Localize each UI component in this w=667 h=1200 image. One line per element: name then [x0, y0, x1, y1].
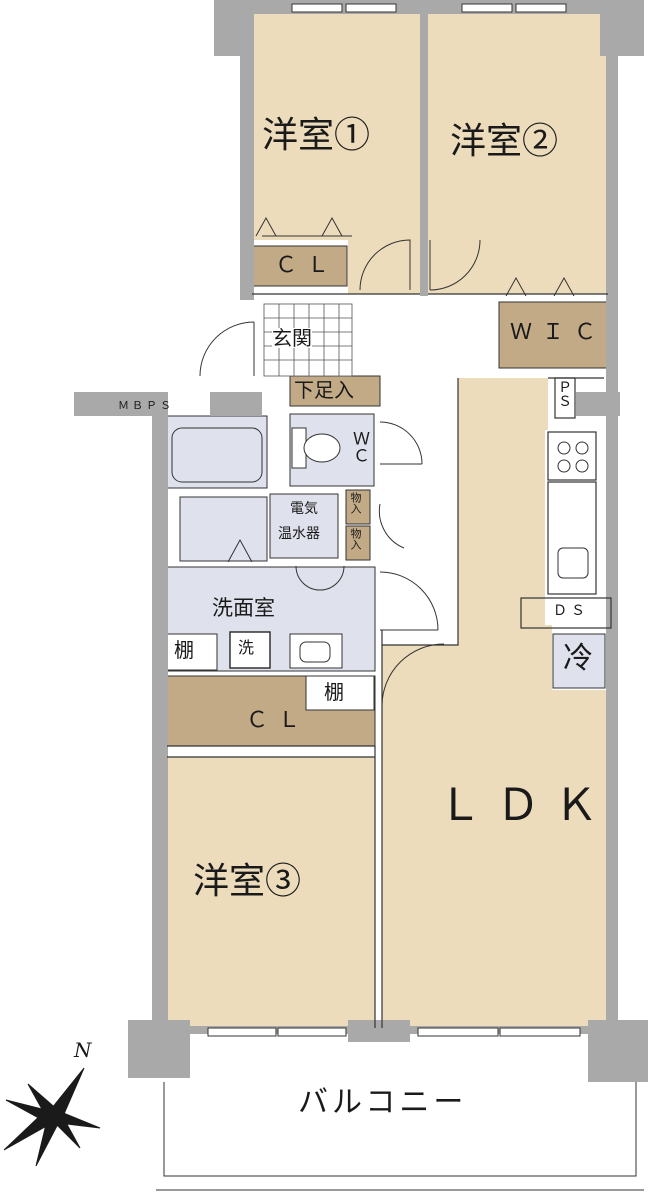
closet-1 — [252, 245, 348, 287]
shelf-2-label: 棚 — [324, 680, 344, 704]
room-ldk-floor — [382, 378, 610, 1028]
compass-north-label: N — [74, 1038, 92, 1062]
storage-2-label: 物入 — [349, 528, 362, 550]
toilet-icon — [291, 427, 341, 469]
walls — [74, 0, 648, 1082]
wic-area — [498, 301, 610, 369]
room-ldk-label: ＬＤＫ — [438, 780, 612, 831]
balcony-label: バルコニー — [298, 1085, 468, 1120]
washer-area — [229, 631, 271, 669]
wc-label: ＷＣ — [349, 430, 369, 464]
storage-2-area — [345, 525, 371, 561]
stove-icon — [557, 441, 589, 473]
mbps-label: ＭＢＰＳ — [118, 399, 174, 412]
room-western-1-label: 洋室① — [262, 115, 371, 156]
wic-label: ＷＩＣ — [510, 320, 607, 345]
balcony-outline — [156, 1082, 644, 1191]
windows — [207, 3, 581, 1037]
room-western-1-floor — [252, 14, 420, 240]
fridge-area — [552, 633, 606, 689]
storage-1-area — [345, 489, 371, 525]
water-heater-label-1: 電気 — [290, 501, 318, 517]
room-western-3-floor — [167, 757, 375, 1027]
bathtub-icon — [171, 427, 263, 483]
room-western-2-label: 洋室② — [450, 121, 559, 162]
water-heater-label-2: 温水器 — [278, 526, 320, 542]
entrance-label: 玄関 — [272, 326, 312, 350]
closet-1-label: ＣＬ — [275, 253, 340, 278]
bath-storage — [179, 496, 268, 562]
washroom-label: 洗面室 — [212, 596, 275, 620]
shelf-1-area — [166, 633, 218, 671]
washer-label: 洗 — [238, 638, 255, 657]
ds-label: ＤＳ — [553, 603, 589, 619]
door-swings — [199, 216, 575, 707]
room-western-2-floor — [428, 14, 608, 294]
shelf-2-area — [305, 675, 375, 711]
compass-icon — [3, 1067, 101, 1167]
kitchen-sink-icon — [557, 547, 589, 579]
shelf-1-label: 棚 — [174, 638, 194, 662]
sink-bowl — [299, 641, 331, 663]
ps-label: ＰＳ — [556, 380, 572, 408]
room-western-1-lower-floor — [348, 240, 420, 294]
room-western-3-label: 洋室③ — [193, 861, 302, 902]
closet-3-label: ＣＬ — [246, 708, 311, 733]
fridge-label: 冷 — [563, 641, 593, 676]
bathroom-floor — [166, 415, 268, 489]
storage-1-label: 物入 — [349, 492, 362, 514]
shoe-box-label: 下足入 — [294, 378, 354, 402]
water-heater-area — [269, 493, 339, 559]
partitions — [167, 293, 612, 1028]
